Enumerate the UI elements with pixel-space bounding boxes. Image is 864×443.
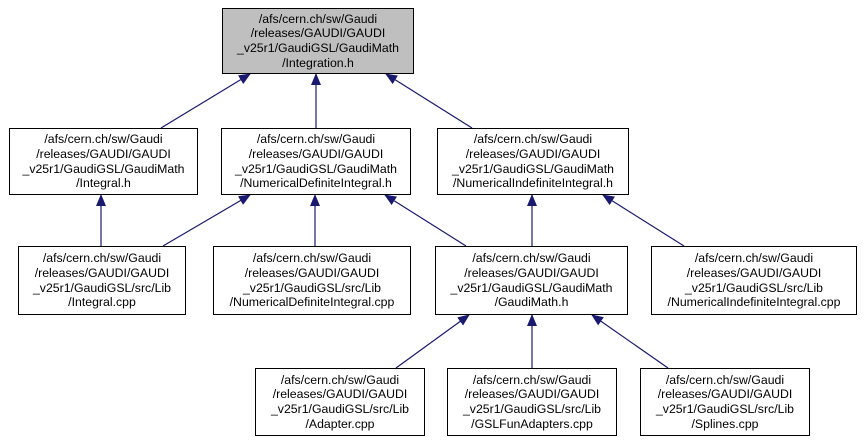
node-label-line: _v25r1/GaudiGSL/src/Lib <box>655 402 795 416</box>
graph-node-numerical-definite-integral-cpp[interactable]: /afs/cern.ch/sw/Gaudi/releases/GAUDI/GAU… <box>213 246 411 315</box>
node-label-line: /afs/cern.ch/sw/Gaudi <box>256 132 376 147</box>
node-label-line: _v25r1/GaudiGSL/GaudiMath <box>236 41 399 55</box>
node-label-line: /releases/GAUDI/GAUDI <box>248 146 384 161</box>
edge-splines-cpp-to-gaudimath-h <box>591 314 669 369</box>
node-label-line: /releases/GAUDI/GAUDI <box>36 146 171 161</box>
node-label-line: /Integration.h <box>282 55 354 70</box>
node-label-line: /afs/cern.ch/sw/Gaudi <box>258 11 378 26</box>
node-label-line: /Integral.h <box>76 176 131 191</box>
node-label-line: /Splines.cpp <box>691 416 759 431</box>
node-label-line: /releases/GAUDI/GAUDI <box>34 265 170 280</box>
node-label-line: /releases/GAUDI/GAUDI <box>657 387 793 402</box>
node-label-line: _v25r1/GaudiGSL/GaudiMath <box>234 161 397 176</box>
node-label-line: /NumericalDefiniteIntegral.cpp <box>229 295 395 310</box>
node-label-line: /releases/GAUDI/GAUDI <box>244 265 380 280</box>
node-label-line: /afs/cern.ch/sw/Gaudi <box>665 372 785 387</box>
graph-node-adapter-cpp[interactable]: /afs/cern.ch/sw/Gaudi/releases/GAUDI/GAU… <box>255 368 425 436</box>
graph-node-splines-cpp[interactable]: /afs/cern.ch/sw/Gaudi/releases/GAUDI/GAU… <box>640 368 810 436</box>
node-label-line: /releases/GAUDI/GAUDI <box>465 146 601 161</box>
node-label-line: /Adapter.cpp <box>305 416 375 431</box>
edge-integral-cpp-to-numerical-definite-integral-h <box>162 194 251 247</box>
node-label-line: _v25r1/GaudiGSL/src/Lib <box>684 280 824 295</box>
edge-integral-h-to-integration-h <box>160 73 251 129</box>
node-label-line: _v25r1/GaudiGSL/GaudiMath <box>450 280 613 295</box>
graph-node-integral-h[interactable]: /afs/cern.ch/sw/Gaudi/releases/GAUDI/GAU… <box>9 128 198 195</box>
node-label-line: /NumericalDefiniteIntegral.h <box>240 176 392 191</box>
node-label-line: /afs/cern.ch/sw/Gaudi <box>44 132 163 147</box>
node-label-line: /afs/cern.ch/sw/Gaudi <box>473 132 593 147</box>
node-label-line: /afs/cern.ch/sw/Gaudi <box>472 372 592 387</box>
node-label-line: /releases/GAUDI/GAUDI <box>250 26 386 41</box>
node-label-line: _v25r1/GaudiGSL/src/Lib <box>32 280 172 295</box>
node-label-line: /afs/cern.ch/sw/Gaudi <box>472 251 591 266</box>
graph-node-integration-h[interactable]: /afs/cern.ch/sw/Gaudi/releases/GAUDI/GAU… <box>222 8 414 74</box>
node-label-line: /GaudiMath.h <box>494 295 569 310</box>
node-label-line: _v25r1/GaudiGSL/src/Lib <box>270 402 410 416</box>
graph-node-gslfunadapters-cpp[interactable]: /afs/cern.ch/sw/Gaudi/releases/GAUDI/GAU… <box>447 368 617 436</box>
edge-gaudimath-h-to-numerical-definite-integral-h <box>384 194 467 247</box>
node-label-line: /NumericalIndefiniteIntegral.cpp <box>667 295 841 310</box>
node-label-line: _v25r1/GaudiGSL/GaudiMath <box>22 161 185 176</box>
node-label-line: _v25r1/GaudiGSL/GaudiMath <box>451 161 614 176</box>
node-label-line: /Integral.cpp <box>68 295 136 310</box>
edge-adapter-cpp-to-gaudimath-h <box>395 314 470 369</box>
node-label-line: /afs/cern.ch/sw/Gaudi <box>42 251 162 266</box>
graph-node-numerical-definite-integral-h[interactable]: /afs/cern.ch/sw/Gaudi/releases/GAUDI/GAU… <box>221 128 411 195</box>
node-label-line: /releases/GAUDI/GAUDI <box>464 265 599 280</box>
graph-node-numerical-indefinite-integral-cpp[interactable]: /afs/cern.ch/sw/Gaudi/releases/GAUDI/GAU… <box>651 246 857 315</box>
graph-node-integral-cpp[interactable]: /afs/cern.ch/sw/Gaudi/releases/GAUDI/GAU… <box>18 246 186 315</box>
node-label-line: /releases/GAUDI/GAUDI <box>272 387 408 402</box>
node-label-line: _v25r1/GaudiGSL/src/Lib <box>242 280 382 295</box>
edge-numerical-indefinite-integral-cpp-to-numerical-indefinite-integral-h <box>602 194 685 247</box>
graph-node-numerical-indefinite-integral-h[interactable]: /afs/cern.ch/sw/Gaudi/releases/GAUDI/GAU… <box>437 128 629 195</box>
node-label-line: /afs/cern.ch/sw/Gaudi <box>694 251 814 266</box>
node-label-line: /releases/GAUDI/GAUDI <box>686 265 822 280</box>
node-label-line: /NumericalIndefiniteIntegral.h <box>453 176 613 191</box>
node-label-line: _v25r1/GaudiGSL/src/Lib <box>462 402 602 416</box>
node-label-line: /GSLFunAdapters.cpp <box>471 416 593 431</box>
graph-node-gaudimath-h[interactable]: /afs/cern.ch/sw/Gaudi/releases/GAUDI/GAU… <box>435 246 628 315</box>
node-label-line: /afs/cern.ch/sw/Gaudi <box>280 372 400 387</box>
node-label-line: /afs/cern.ch/sw/Gaudi <box>252 251 372 266</box>
node-label-line: /releases/GAUDI/GAUDI <box>464 387 600 402</box>
edge-numerical-indefinite-integral-h-to-integration-h <box>385 73 473 129</box>
